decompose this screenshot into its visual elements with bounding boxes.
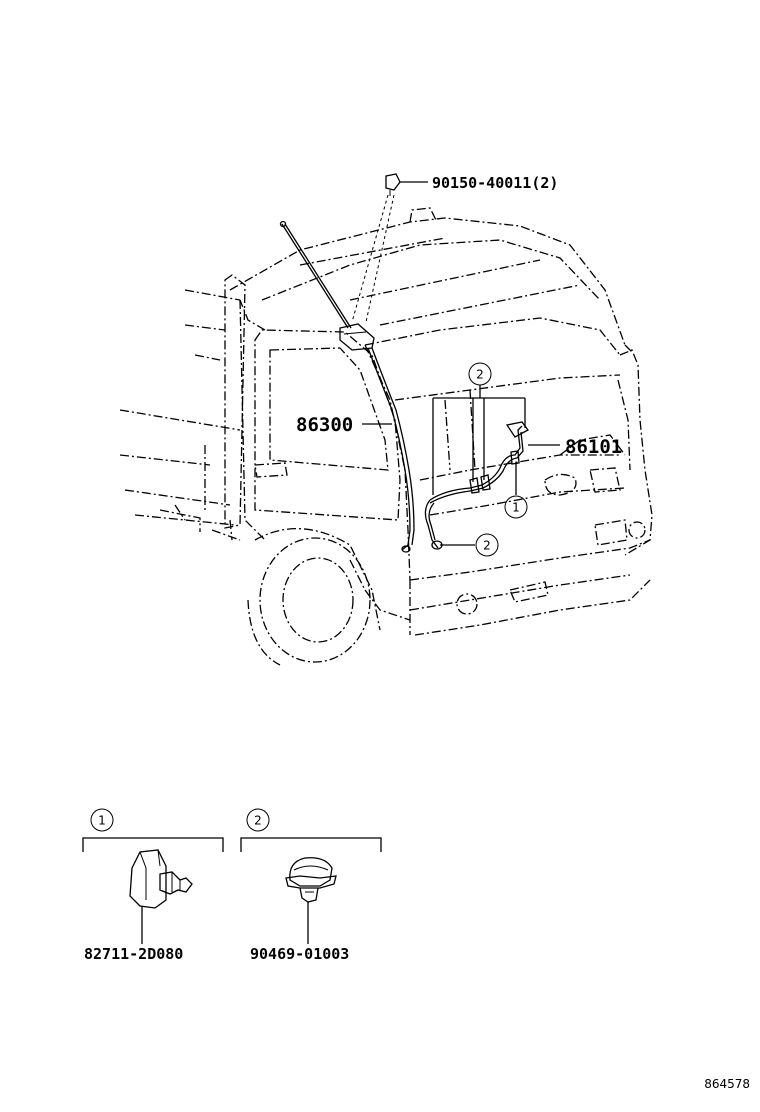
callout-2-top: 2 (476, 368, 484, 382)
antenna-part-number: 86300 (296, 414, 353, 436)
detail-clamp-2 (240, 808, 382, 944)
truck-outline (119, 207, 653, 666)
antenna-cord (424, 421, 529, 550)
callout-circle-2-low (475, 533, 499, 557)
callout-leaders (362, 385, 560, 546)
figure-id: 864578 (704, 1077, 750, 1091)
bolt-part-number: 90150-40011(2) (432, 174, 558, 192)
detail-callout-2: 2 (254, 814, 262, 828)
callout-circle-1 (504, 495, 528, 519)
callout-1: 1 (512, 501, 520, 515)
callout-2-low: 2 (483, 539, 491, 553)
clamp-2-part-number: 90469-01003 (250, 945, 349, 963)
clamp-1-part-number: 82711-2D080 (84, 945, 183, 963)
callout-circle-2-top (468, 362, 492, 386)
antenna-assembly (279, 220, 415, 553)
bolt-part (351, 173, 428, 323)
cord-part-number: 86101 (565, 436, 622, 458)
detail-clamp-1 (82, 808, 224, 944)
detail-callout-1: 1 (98, 814, 106, 828)
